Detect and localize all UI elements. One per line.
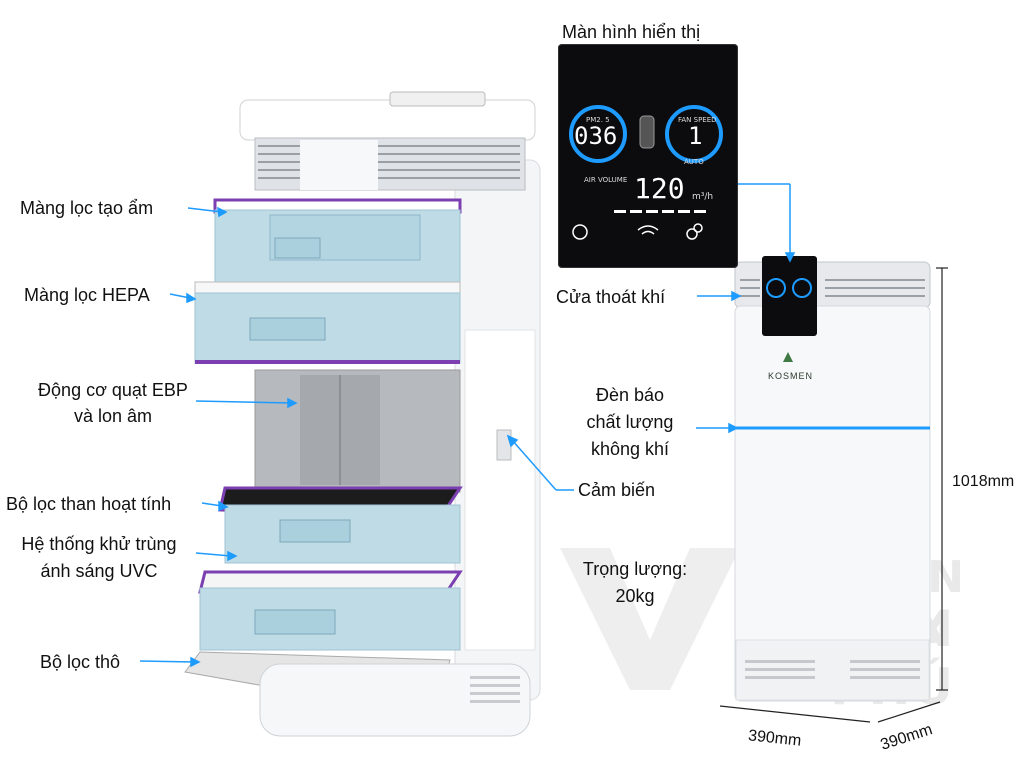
fan-speed-value: 1	[688, 122, 703, 150]
label-aq-light-line1: Đèn báo	[595, 385, 665, 405]
wifi-icon[interactable]	[638, 223, 658, 237]
label-aq-light-line2: chất lượng	[586, 412, 674, 432]
label-uvc-line1: Hệ thống khử trùng	[21, 534, 177, 554]
air-volume-label: AIR VOLUME	[584, 176, 628, 184]
dimension-lines	[719, 267, 948, 723]
label-display-screen: Màn hình hiển thị	[562, 22, 701, 42]
pm-label: PM2. 5	[586, 116, 610, 124]
label-pre-filter: Bộ lọc thô	[40, 652, 121, 672]
label-fan-motor-line2: và lon âm	[73, 406, 153, 426]
pm-value: 036	[574, 122, 618, 150]
air-volume-value: 120	[634, 172, 685, 205]
air-volume-unit: m³/h	[692, 192, 714, 202]
leader-lines	[139, 183, 796, 668]
assembled-purifier	[734, 256, 931, 702]
panel-rings	[569, 105, 723, 240]
exploded-purifier	[184, 91, 541, 737]
label-carbon-filter: Bộ lọc than hoạt tính	[6, 494, 172, 514]
power-icon[interactable]	[571, 223, 589, 241]
display-panel: PM2. 5 036 FAN SPEED 1 AUTO AIR VOLUME 1…	[558, 44, 738, 268]
label-sensor: Cảm biến	[578, 480, 656, 500]
label-height: 1018mm	[952, 473, 1015, 490]
label-aq-light-line3: không khí	[590, 439, 670, 459]
label-weight-line2: 20kg	[615, 586, 655, 606]
label-uvc-line2: ánh sáng UVC	[40, 561, 158, 581]
fan-speed-label: FAN SPEED	[678, 116, 717, 124]
mode-icon[interactable]	[684, 223, 704, 241]
brand-logo-text: KOSMEN	[768, 371, 814, 381]
label-hepa-filter: Màng lọc HEPA	[24, 285, 150, 305]
label-humidifier-filter: Màng lọc tạo ẩm	[20, 198, 154, 218]
label-air-outlet: Cửa thoát khí	[556, 287, 666, 307]
watermark-logo	[560, 548, 740, 690]
auto-label: AUTO	[684, 158, 704, 166]
label-fan-motor-line1: Động cơ quạt EBP	[38, 380, 188, 400]
label-weight-line1: Trọng lượng:	[582, 559, 688, 579]
